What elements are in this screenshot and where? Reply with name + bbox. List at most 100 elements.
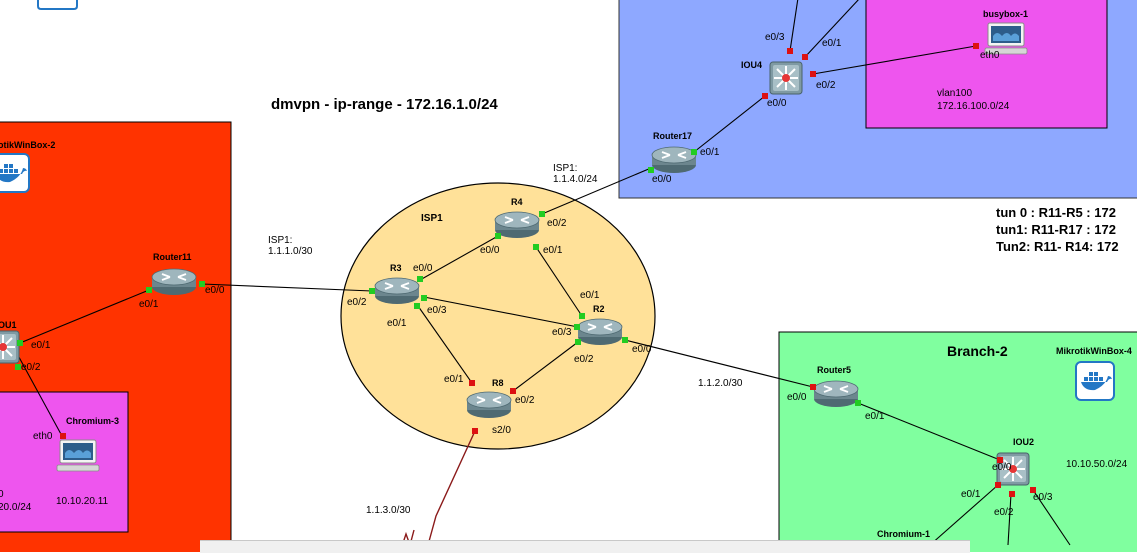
branch2-subnet: 10.10.50.0/24 <box>1066 459 1128 470</box>
port-label: e0/0 <box>787 392 807 403</box>
port-label: e0/1 <box>822 38 842 49</box>
site1-subnet: 20.0/24 <box>0 502 32 513</box>
port-down <box>60 433 66 439</box>
link-isp1-r11-line1: ISP1: <box>268 235 293 246</box>
port-label: e0/2 <box>347 297 367 308</box>
port-label: e0/1 <box>865 411 885 422</box>
port-down <box>469 380 475 386</box>
port-up <box>17 340 23 346</box>
link-r3-r4 <box>419 235 499 281</box>
mikrotik2-label: otikWinBox-2 <box>0 140 56 150</box>
busybox1-label: busybox-1 <box>983 9 1029 19</box>
port-label: e0/2 <box>816 80 836 91</box>
port-up <box>146 287 152 293</box>
vlan100-label: vlan100 <box>937 88 973 99</box>
router-r8[interactable] <box>466 391 512 419</box>
horizontal-scrollbar[interactable] <box>200 540 970 553</box>
site1-vlan-partial: 0 <box>0 489 4 500</box>
port-label: e0/1 <box>700 147 720 158</box>
port-label: e0/1 <box>31 340 51 351</box>
port-label: e0/0 <box>480 245 500 256</box>
tunnel-0: tun 0 : R11-R5 : 172 <box>996 205 1116 220</box>
port-label: e0/0 <box>632 344 652 355</box>
link-r3-r8 <box>417 305 473 384</box>
r3-label: R3 <box>390 263 402 273</box>
port-up <box>574 324 580 330</box>
port-label: eth0 <box>33 431 53 442</box>
link-isp1-r11-line2: 1.1.1.0/30 <box>268 246 313 257</box>
port-label: e0/3 <box>427 305 447 316</box>
router-r2[interactable] <box>577 318 623 346</box>
chromium1-label: Chromium-1 <box>877 529 931 539</box>
partial-node-top-left <box>37 0 78 10</box>
port-label: eth0 <box>980 50 1000 61</box>
link-iou1-router11 <box>19 289 150 344</box>
link-isp1-r17-line1: ISP1: <box>553 163 578 174</box>
port-up <box>622 337 628 343</box>
zone-vlan100-magenta[interactable] <box>865 0 1108 129</box>
switch-iou4[interactable] <box>769 61 803 95</box>
port-up <box>495 233 501 239</box>
port-label: e0/2 <box>515 395 535 406</box>
port-label: e0/1 <box>139 299 159 310</box>
router-r3[interactable] <box>374 277 420 305</box>
port-up <box>417 276 423 282</box>
link-router17-iou4 <box>693 95 766 153</box>
link-r2-router5 <box>624 339 814 388</box>
port-down <box>1009 491 1015 497</box>
port-down <box>762 93 768 99</box>
port-down <box>973 43 979 49</box>
link-router5-iou2 <box>857 402 1001 461</box>
port-up <box>691 149 697 155</box>
link-iou2-down-right <box>1032 489 1071 546</box>
tunnel-2: Tun2: R11- R14: 172 <box>996 239 1119 254</box>
port-label: e0/3 <box>1033 492 1053 503</box>
tunnel-1: tun1: R11-R17 : 172 <box>996 222 1116 237</box>
port-label: e0/1 <box>961 489 981 500</box>
port-label: e0/0 <box>205 285 225 296</box>
branch2-label: Branch-2 <box>947 343 1008 359</box>
diagram-title: dmvpn - ip-range - 172.16.1.0/24 <box>271 96 498 113</box>
port-label: e0/2 <box>547 218 567 229</box>
port-markers <box>15 43 1036 497</box>
link-iou2-down-mid <box>1007 493 1012 546</box>
link-r2-r8 <box>512 341 579 392</box>
chromium3-label: Chromium-3 <box>66 416 120 426</box>
port-up <box>539 211 545 217</box>
port-label: e0/1 <box>580 290 600 301</box>
router5[interactable] <box>813 380 859 408</box>
port-up <box>579 313 585 319</box>
port-label: e0/2 <box>994 507 1014 518</box>
iou2-label: IOU2 <box>1013 437 1035 447</box>
iou1-label: OU1 <box>0 320 17 330</box>
port-up <box>533 244 539 250</box>
port-up <box>421 295 427 301</box>
switch-iou1[interactable] <box>0 330 20 364</box>
port-up <box>369 288 375 294</box>
port-label: e0/2 <box>21 362 41 373</box>
link-iou1-chromium3 <box>13 347 63 437</box>
port-down <box>1030 487 1036 493</box>
port-up <box>414 303 420 309</box>
mikrotik4-docker[interactable] <box>1075 361 1115 401</box>
links <box>13 0 1071 546</box>
r2-label: R2 <box>593 304 605 314</box>
port-down <box>810 384 816 390</box>
r4-label: R4 <box>511 197 523 207</box>
port-up <box>199 281 205 287</box>
mikrotik2-docker[interactable] <box>0 153 30 193</box>
port-label: e0/0 <box>992 462 1012 473</box>
isp-cloud-label: ISP1 <box>421 213 443 224</box>
zone-isp-cloud[interactable] <box>340 182 656 450</box>
chromium3-monitor[interactable] <box>56 439 100 472</box>
link-iou4-up-left <box>789 0 799 52</box>
link-iou4-up-right <box>804 0 859 58</box>
port-down <box>810 71 816 77</box>
link-r8-serial-subnet: 1.1.3.0/30 <box>366 505 411 516</box>
router11[interactable] <box>151 268 197 296</box>
router-r4[interactable] <box>494 211 540 239</box>
router17[interactable] <box>651 146 697 174</box>
port-up <box>575 339 581 345</box>
port-label: e0/0 <box>652 174 672 185</box>
